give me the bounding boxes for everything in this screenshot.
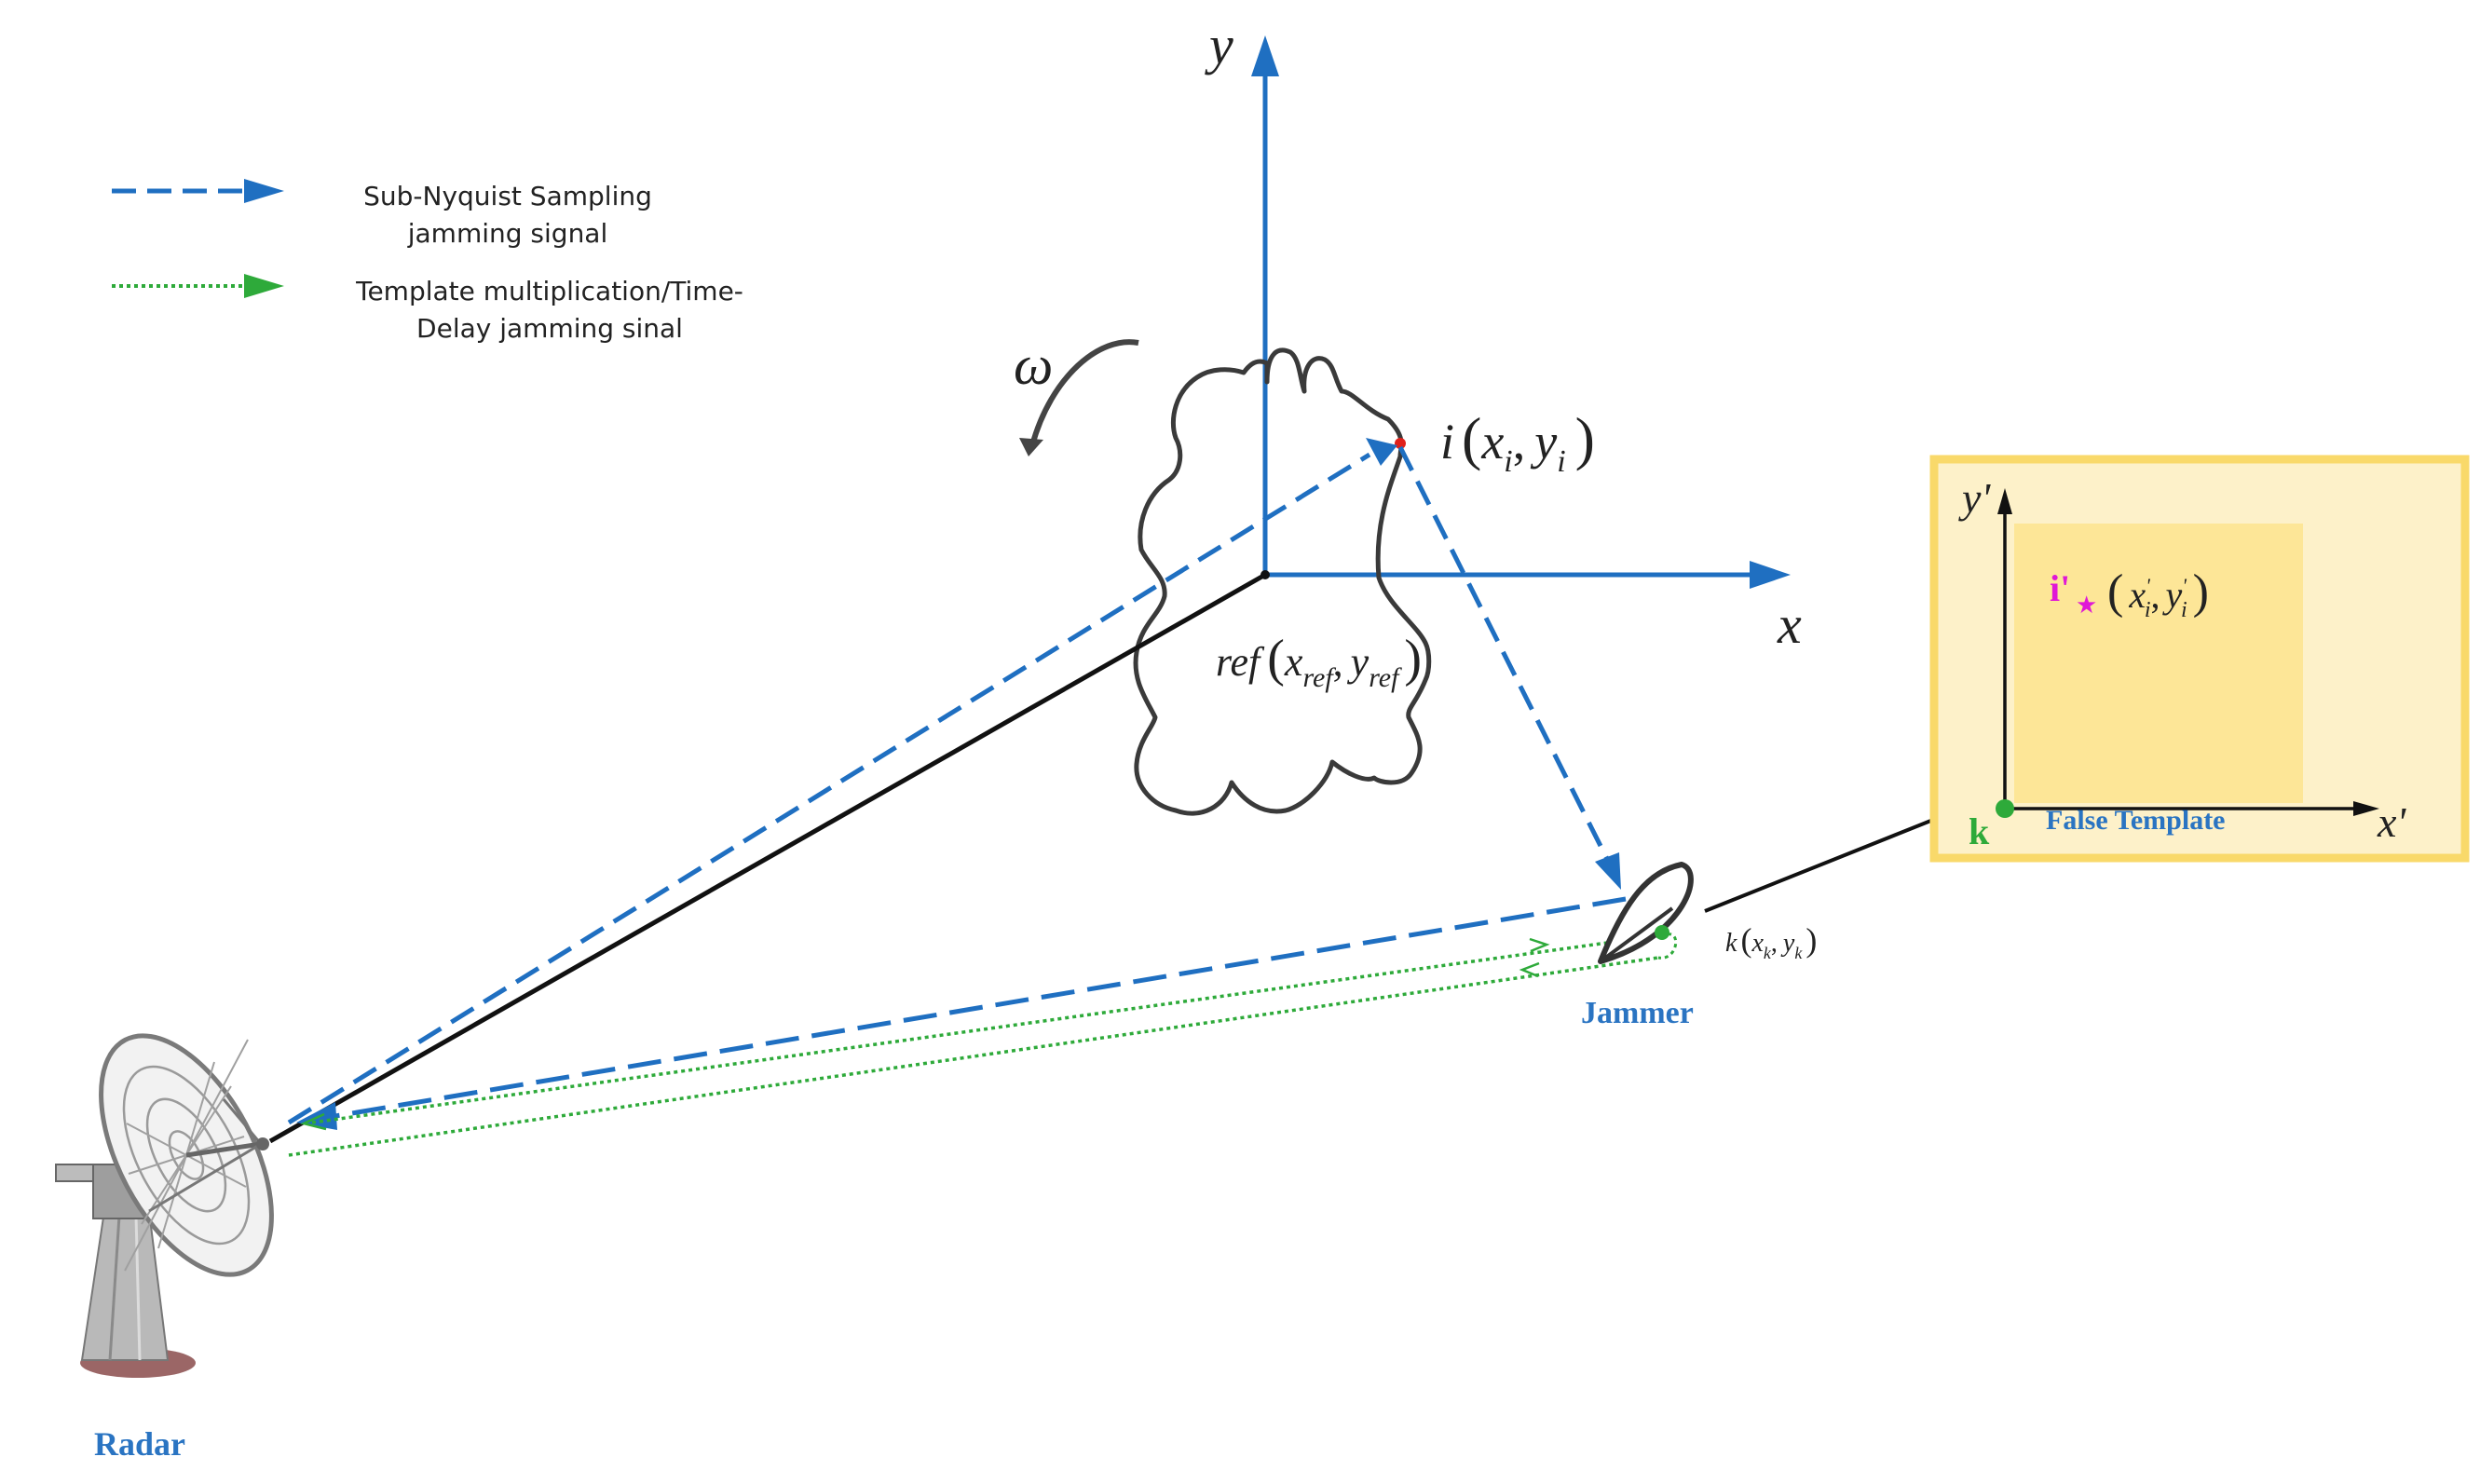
legend-label-line2: jamming signal xyxy=(407,218,608,249)
point-i-y: y xyxy=(1530,414,1557,470)
legend-item-sub-nyquist: Sub-Nyquist Sampling jamming signal xyxy=(112,179,652,249)
point-k-x-sub: k xyxy=(1764,944,1772,962)
target-contour xyxy=(1133,347,1432,816)
green-path-lower xyxy=(288,956,1659,1157)
x-axis-arrowhead xyxy=(1750,561,1791,589)
i-to-jammer-dashed xyxy=(1397,445,1613,866)
green-arrow-lower xyxy=(1519,961,1540,978)
radar-antenna: Radar xyxy=(55,1033,274,1463)
point-k-label: k(xk,yk) xyxy=(1725,921,1817,962)
false-template-panel: y' x' k False Template i' ★ (x'i,y'i) xyxy=(1929,455,2470,863)
point-i: i(xi,yi) xyxy=(1395,405,1595,479)
jammer: Jammer k(xk,yk) xyxy=(1581,862,1817,1030)
jammer-template-connector xyxy=(1704,818,1934,913)
radar-pedestal xyxy=(80,1210,170,1361)
template-coord-x-sup: ' xyxy=(2146,574,2150,597)
main-axes: y x xyxy=(1205,15,1802,655)
ref-y: y xyxy=(1347,639,1369,685)
x-axis-label: x xyxy=(1777,594,1802,655)
template-coord-x: x xyxy=(2128,574,2146,616)
ref-prefix: ref xyxy=(1216,639,1265,685)
jammer-feed xyxy=(1599,906,1674,963)
radar-to-i-dashed xyxy=(287,452,1371,1125)
rotation-arrow xyxy=(1029,339,1139,446)
template-origin-dot xyxy=(1996,799,2014,818)
y-axis-label: y xyxy=(1205,15,1233,75)
ref-y-sub: ref xyxy=(1369,662,1402,693)
legend-label-line2: Delay jamming sinal xyxy=(416,313,683,344)
star-icon: ★ xyxy=(2076,591,2097,619)
template-y-arrowhead xyxy=(1997,488,2012,514)
jammer-to-radar-dashed xyxy=(334,896,1627,1119)
radar-dish xyxy=(99,1033,274,1277)
template-point-coords: (x'i,y'i) xyxy=(2107,565,2209,622)
rotation-indicator: ω xyxy=(1014,334,1139,456)
point-i-x: x xyxy=(1480,414,1504,470)
rotation-arrowhead xyxy=(1019,438,1043,456)
radar-ref-line xyxy=(268,572,1267,1144)
green-arrow-radar xyxy=(300,1112,327,1131)
i-to-jammer-arrowhead xyxy=(1595,852,1621,890)
point-i-prefix: i xyxy=(1440,414,1454,470)
point-i-x-sub: i xyxy=(1504,444,1512,479)
point-k-prefix: k xyxy=(1725,929,1737,958)
template-coord-x-sub: i xyxy=(2145,598,2151,622)
y-axis-arrowhead xyxy=(1251,35,1279,76)
jammer-label: Jammer xyxy=(1581,996,1694,1030)
legend-label-line1: Template multiplication/Time- xyxy=(355,276,743,306)
green-loop xyxy=(1657,933,1678,960)
radar-label: Radar xyxy=(94,1425,185,1463)
jammer-point-k xyxy=(1655,925,1669,940)
legend-arrowhead-green xyxy=(244,274,284,298)
ref-x-sub: ref xyxy=(1302,662,1336,693)
template-paths xyxy=(288,933,1678,1157)
radar-feed-strut xyxy=(185,1141,262,1158)
green-arrow-upper xyxy=(1529,937,1550,953)
template-y-label: y' xyxy=(1958,474,1991,522)
point-k-x: x xyxy=(1751,929,1764,958)
legend-item-template-multiplication: Template multiplication/Time- Delay jamm… xyxy=(112,274,743,344)
legend-label-line1: Sub-Nyquist Sampling xyxy=(363,181,652,211)
radar-to-i-arrowhead xyxy=(1366,438,1397,466)
point-k-y: y xyxy=(1780,929,1795,958)
green-path-upper xyxy=(311,933,1669,1124)
template-point-label: i' xyxy=(2050,567,2070,609)
template-coord-y: y xyxy=(2161,574,2182,616)
template-coord-y-sup: ' xyxy=(2182,574,2187,597)
false-template-inner xyxy=(2014,524,2303,803)
ref-x: x xyxy=(1284,639,1303,685)
legend: Sub-Nyquist Sampling jamming signal Temp… xyxy=(112,179,743,344)
point-i-dot xyxy=(1395,438,1406,449)
point-i-y-sub: i xyxy=(1557,444,1565,479)
legend-arrowhead-blue xyxy=(244,179,284,203)
ref-label: ref(xref,yref) xyxy=(1216,630,1422,693)
false-template-title: False Template xyxy=(2046,805,2226,836)
template-x-label: x' xyxy=(2377,798,2406,846)
point-i-label: i(xi,yi) xyxy=(1440,405,1595,479)
sub-nyquist-paths xyxy=(287,438,1627,1130)
template-x-arrowhead xyxy=(2353,801,2379,816)
point-k-y-sub: k xyxy=(1794,944,1803,962)
template-origin-label: k xyxy=(1969,810,1990,852)
omega-label: ω xyxy=(1014,334,1053,396)
template-coord-y-sub: i xyxy=(2181,598,2187,622)
